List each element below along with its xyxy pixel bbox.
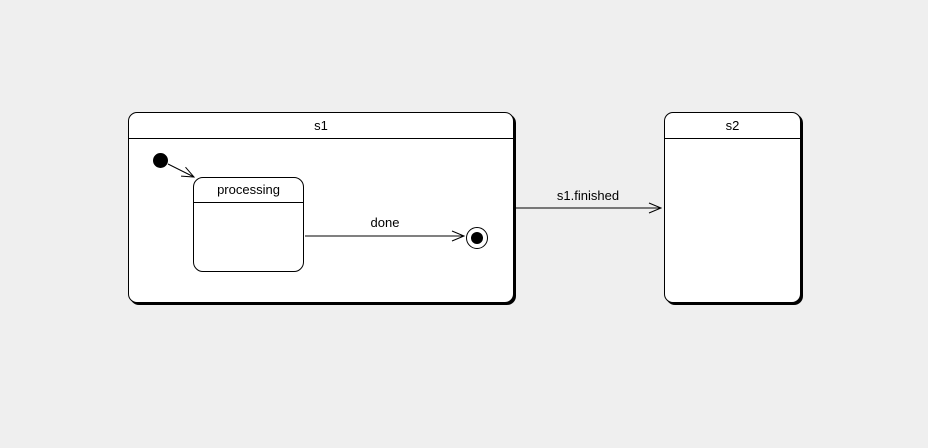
final-state[interactable] bbox=[466, 227, 488, 249]
state-s2[interactable]: s2 bbox=[664, 112, 801, 303]
state-s1-title: s1 bbox=[129, 113, 513, 139]
initial-state-dot[interactable] bbox=[153, 153, 168, 168]
state-processing[interactable]: processing bbox=[193, 177, 304, 272]
transition-initial-to-processing[interactable] bbox=[167, 163, 194, 177]
state-s1[interactable]: s1 processing done bbox=[128, 112, 514, 303]
transition-label-done[interactable]: done bbox=[370, 215, 400, 230]
state-s2-title: s2 bbox=[665, 113, 800, 139]
final-state-inner-dot bbox=[471, 232, 483, 244]
state-processing-title: processing bbox=[194, 178, 303, 203]
transition-label-s1-finished[interactable]: s1.finished bbox=[556, 188, 620, 203]
